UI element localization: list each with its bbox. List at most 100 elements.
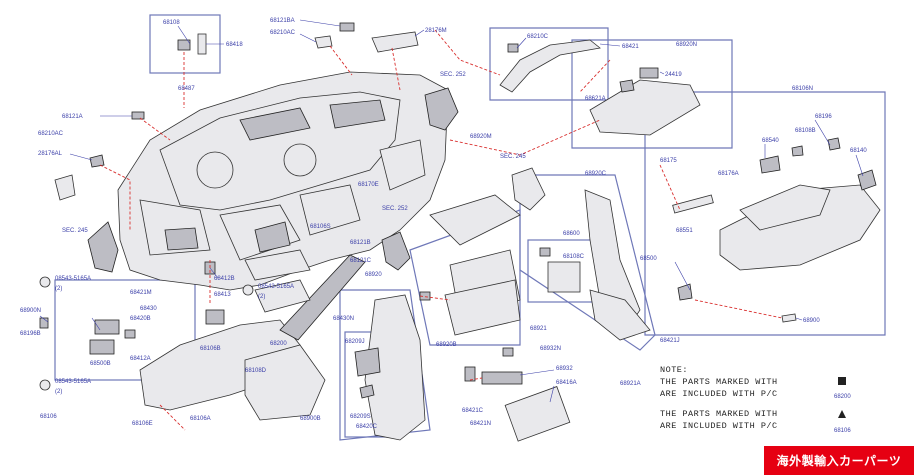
label-68413: 68413 [214,292,231,298]
label-sec-left-bot: SEC. 245 [62,228,88,234]
small-cap-left [54,174,76,201]
inset-box-glovebox-upper [571,39,733,149]
note-title: NOTE: [660,365,688,375]
label-68900n: 68900N [20,308,41,314]
clip-68108 [177,39,191,51]
bracket-68210ac [314,35,333,49]
note-line-2: ARE INCLUDED WITH P/C [660,389,778,399]
center-trim-lower [589,289,651,341]
label-68412a: 68412A [130,356,151,362]
label-68421j: 68421J [660,338,680,344]
label-68108c: 68108C [563,254,585,260]
label-68210ac-top: 68210AC [270,30,296,36]
part-labels: 68108 68418 68121BA 68210AC 28176M 68210… [20,18,867,430]
label-68920n: 68920N [676,42,697,48]
label-68121c: 68121C [350,258,372,264]
label-68421c: 68421C [462,408,484,414]
guide-line-6 [434,29,501,76]
guide-line-5 [99,164,131,230]
label-68500b: 68500B [90,361,111,367]
note-block: NOTE: THE PARTS MARKED WITH ARE INCLUDED… [660,365,851,434]
inset-box-console-side [339,289,431,441]
label-68416a: 68416A [556,380,577,386]
clip-68210ac-left [89,154,105,168]
guide-line-2 [329,45,353,76]
leader-lines [39,19,864,403]
clip-68490 [791,145,804,157]
clip-68621a [507,43,519,53]
label-sec-mid: SEC. 245 [500,154,526,160]
label-sec-mid2: SEC. 252 [382,206,408,212]
lamp-24419 [639,67,659,79]
bolt-08543-a [39,276,51,288]
striker-68621 [677,283,693,301]
label-68900: 68900 [803,318,820,324]
label-68500: 68500 [640,256,657,262]
side-vent-left [87,221,119,273]
knob-68421n [464,366,476,382]
damper-68551 [672,194,714,214]
guide-line-7 [579,59,611,93]
display-68260 [547,261,581,293]
bracket-68930b [354,347,381,377]
label-68106a: 68106A [190,416,211,422]
label-68196: 68196 [815,114,832,120]
side-vent-right [424,87,459,131]
label-68921: 68921 [530,326,547,332]
clip-68490b [205,309,225,325]
guide-line-13 [469,377,483,381]
label-68121ba: 68121BA [270,18,295,24]
label-68921a: 68921A [620,381,641,387]
label-24419: 24419 [665,72,682,78]
vent-side-center [381,231,411,271]
fastener-left [39,317,49,329]
label-68551: 68551 [676,228,693,234]
label-28176m: 28176M [425,28,447,34]
note-line-4: ARE INCLUDED WITH P/C [660,421,778,431]
note-code-2: 68106 [834,428,851,434]
label-68175: 68175 [660,158,677,164]
label-68420b: 68420B [130,316,151,322]
instrument-panel-assembly [117,71,449,291]
guide-line-14 [159,404,186,431]
switch-68490 [94,319,120,335]
label-08543-b: 08543-5165A [55,379,91,385]
label-68106s: 68106S [310,224,331,230]
label-68920c: 68920C [585,171,607,177]
label-68108: 68108 [163,20,180,26]
audio-unit [444,279,521,336]
label-28176al: 28176AL [38,151,63,157]
lower-cover-68920 [254,279,311,313]
label-qty-b: (2) [55,389,62,395]
label-68421: 68421 [622,44,639,50]
label-68170e: 68170E [358,182,379,188]
label-68421n: 68421N [470,421,491,427]
switch-68490-2 [89,339,115,355]
strip-68930 [279,254,366,341]
guide-line-3 [391,47,401,91]
label-68540: 68540 [762,138,779,144]
label-qty-a: (2) [55,286,62,292]
guide-line-12 [694,299,783,319]
glovebox-lid-upper [589,79,701,136]
switch-68932 [481,371,523,385]
label-sec-left-top: SEC. 252 [440,72,466,78]
label-68421m: 68421M [130,290,152,296]
clip-68121ba [339,22,355,32]
screw-68900 [781,313,797,323]
label-68108d: 68108D [245,368,267,374]
label-68430: 68430 [140,306,157,312]
label-68430n: 68430N [333,316,354,322]
bolt-08543-b [39,379,51,391]
label-68121b: 68121B [350,240,371,246]
label-68209s: 68209S [350,414,371,420]
label-08543-c: 08543-5165A [258,284,294,290]
switch-clip [124,329,136,339]
clip-68421m [502,347,514,357]
guide-line-4 [139,117,171,141]
label-68210c: 68210C [527,34,549,40]
cluster-lid-68920m [429,194,521,246]
watermark-badge: 海外製輸入カーパーツ [764,446,914,475]
guide-line-10 [419,295,451,301]
